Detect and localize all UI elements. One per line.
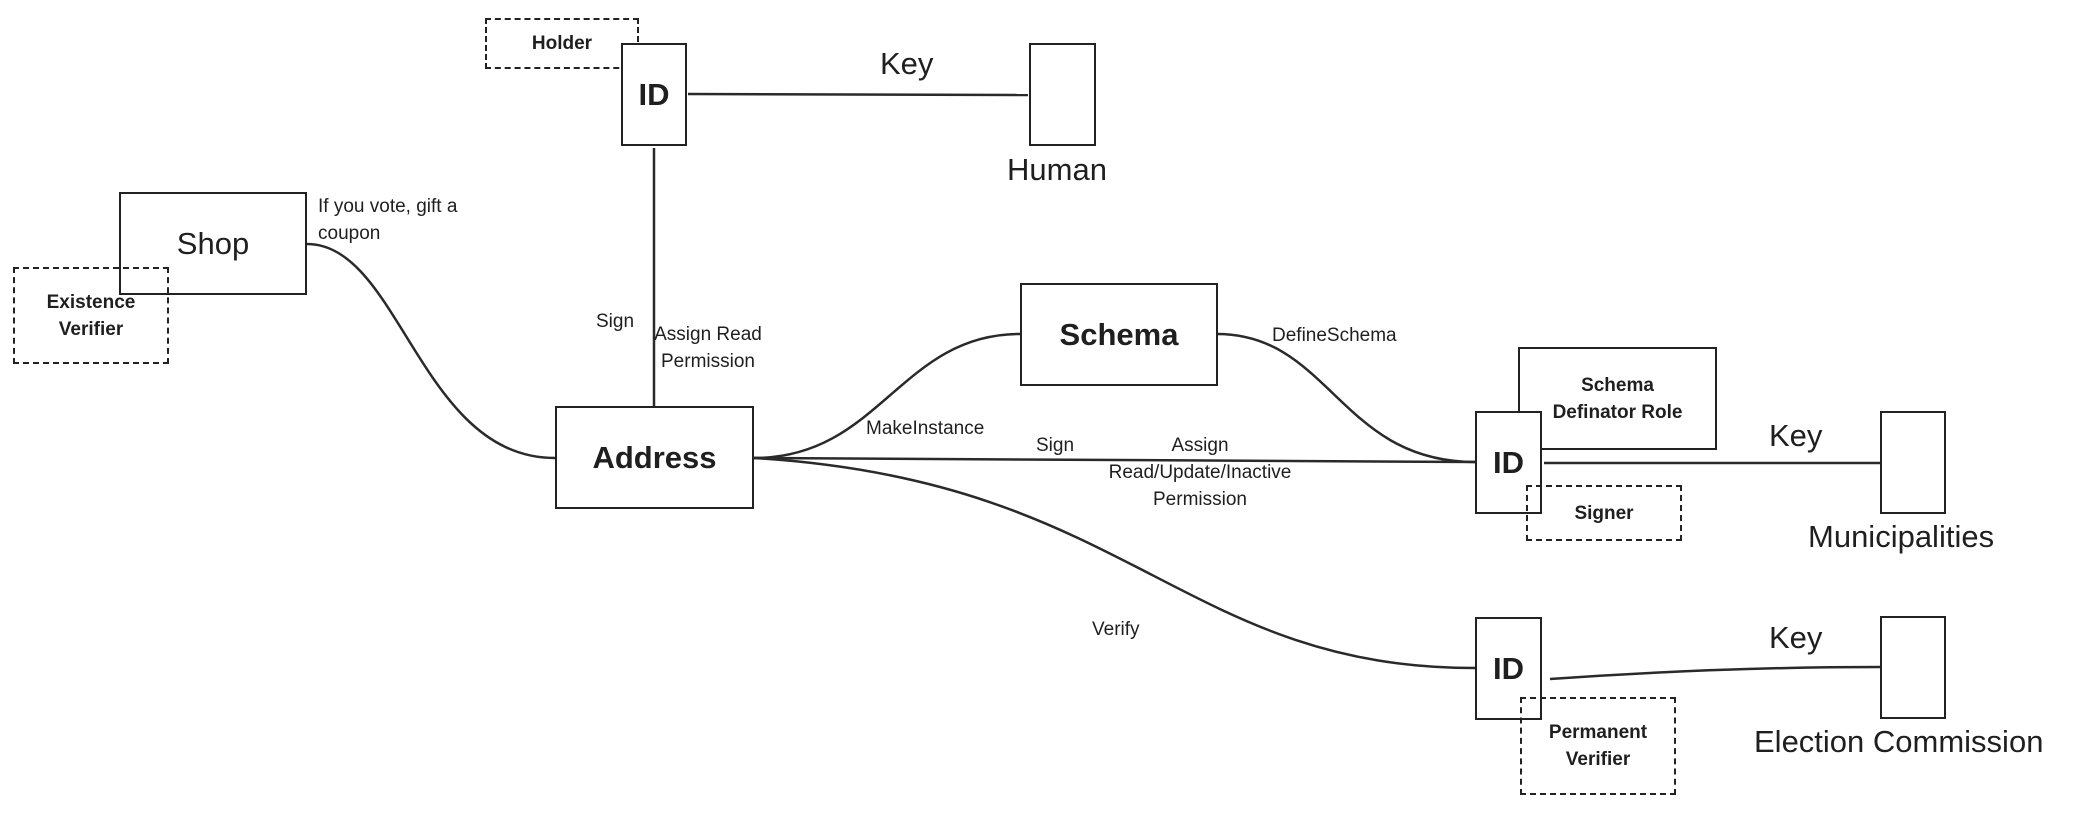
edge-address-schema: [753, 332, 1021, 460]
edge-label-verify: Verify: [1092, 619, 1140, 640]
edge-label-assign-update: Assign Read/Update/Inactive Permission: [1108, 435, 1292, 510]
edge-schema-id: [1216, 332, 1476, 464]
municipalities-key-node[interactable]: [1880, 411, 1946, 514]
edge-address-id-bottom: [753, 456, 1476, 670]
edge-id-key-bottom: [1549, 665, 1881, 681]
edge-label-sign-horizontal: Sign: [1036, 435, 1075, 456]
address-node[interactable]: Address: [555, 406, 754, 509]
key-mid-label: Key: [1769, 418, 1823, 453]
signer-label: Signer: [1574, 502, 1634, 524]
human-key-node[interactable]: [1029, 43, 1096, 146]
address-label: Address: [592, 439, 717, 475]
id-bottom-label: ID: [1493, 650, 1524, 686]
election-commission-label: Election Commission: [1754, 724, 2044, 759]
election-commission-key-node[interactable]: [1880, 616, 1946, 719]
existence-verifier-box: Existence Verifier: [13, 267, 169, 364]
schema-label: Schema: [1059, 316, 1179, 352]
shop-note: If you vote, gift a coupon: [318, 196, 458, 244]
edge-label-define-schema: DefineSchema: [1272, 325, 1397, 346]
id-mid-label: ID: [1493, 444, 1524, 480]
human-label: Human: [1007, 152, 1107, 187]
edge-label-sign-vertical: Sign: [596, 311, 635, 332]
edge-id-key-top: [687, 92, 1029, 97]
existence-verifier-label: Existence Verifier: [46, 291, 136, 340]
edge-label-assign-read: Assign Read Permission: [654, 324, 762, 372]
holder-box: Holder: [485, 18, 639, 69]
id-top-node[interactable]: ID: [621, 43, 687, 146]
schema-definator-role-box: Schema Definator Role: [1518, 347, 1717, 450]
permanent-verifier-box: Permanent Verifier: [1520, 697, 1676, 795]
holder-label: Holder: [531, 33, 593, 54]
permanent-verifier-label: Permanent Verifier: [1548, 722, 1648, 770]
edge-shop-address: [306, 242, 556, 460]
municipalities-label: Municipalities: [1808, 519, 1995, 554]
schema-definator-role-label: Schema Definator Role: [1552, 374, 1683, 423]
schema-node[interactable]: Schema: [1020, 283, 1218, 386]
shop-label: Shop: [176, 225, 250, 261]
signer-box: Signer: [1526, 485, 1682, 541]
id-top-label: ID: [638, 76, 670, 112]
shop-node[interactable]: Shop: [119, 192, 307, 295]
id-mid-node[interactable]: ID: [1475, 411, 1542, 514]
key-top-label: Key: [880, 46, 934, 81]
edge-label-make-instance: MakeInstance: [866, 418, 985, 439]
id-bottom-node[interactable]: ID: [1475, 617, 1542, 720]
edge-address-id-mid: [753, 456, 1476, 464]
key-bottom-label: Key: [1769, 620, 1823, 655]
